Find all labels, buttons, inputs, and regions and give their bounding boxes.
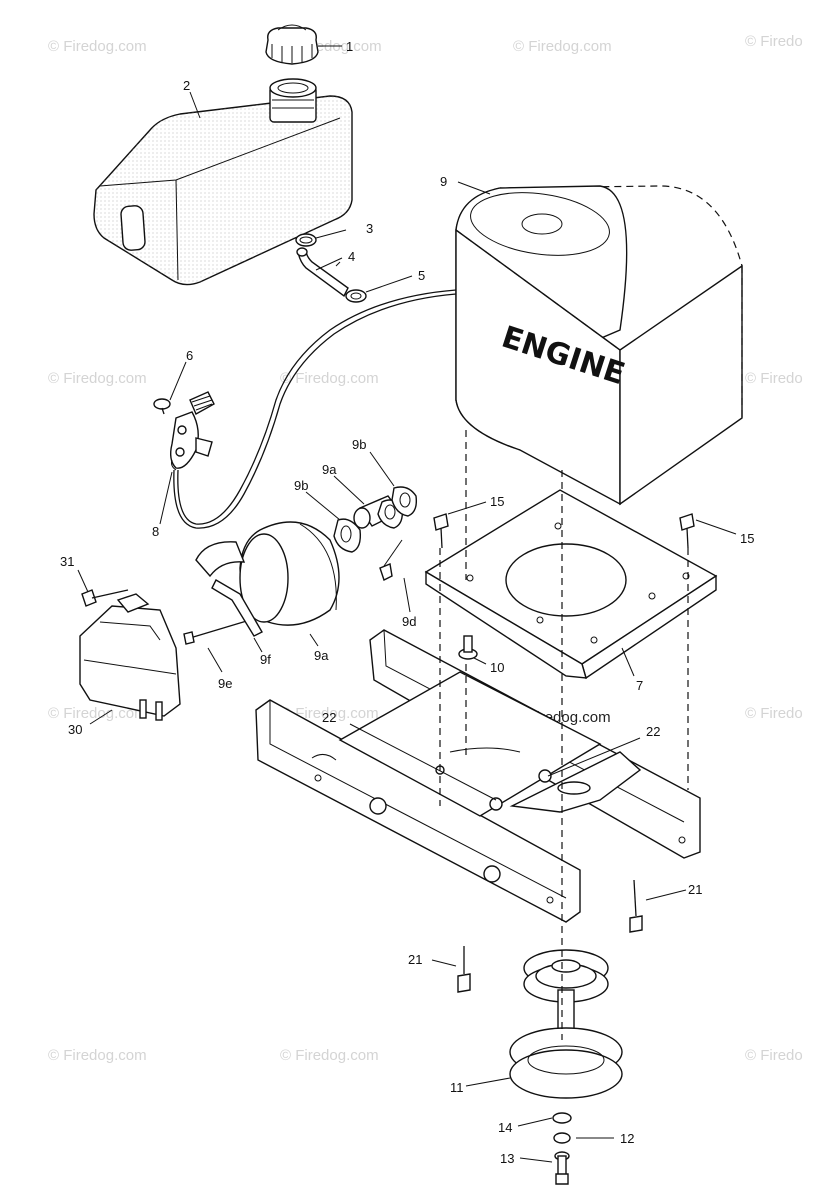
fuel-hose-assembly xyxy=(295,233,367,303)
callout-12: 12 xyxy=(620,1131,634,1146)
callout-9: 9 xyxy=(440,174,447,189)
callout-11: 11 xyxy=(450,1080,464,1095)
callout-9a-top: 9a xyxy=(322,462,337,477)
callout-7: 7 xyxy=(636,678,643,693)
callout-9a-bottom: 9a xyxy=(314,648,329,663)
callout-15-right: 15 xyxy=(740,531,754,546)
callout-8: 8 xyxy=(152,524,159,539)
pulley-assembly xyxy=(509,949,623,1185)
leader-lines xyxy=(77,45,737,1163)
engine: ENGINE xyxy=(455,185,743,506)
callout-10: 10 xyxy=(490,660,504,675)
watermark-text: © Firedog.com xyxy=(48,705,147,722)
callout-9b-right: 9b xyxy=(352,437,366,452)
callout-30: 30 xyxy=(68,722,82,737)
callout-5: 5 xyxy=(418,268,425,283)
callout-4: 4 xyxy=(348,249,355,264)
callouts: 1 2 3 4 5 6 7 8 9 9a 9a 9b 9b 9d 9e 9f 1… xyxy=(60,39,754,1166)
watermark-text: © Firedog.com xyxy=(280,705,379,722)
watermark-text: © Firedo xyxy=(745,33,803,50)
callout-3: 3 xyxy=(366,221,373,236)
fuel-tank xyxy=(93,78,353,286)
watermark-text: © Firedo xyxy=(745,370,803,387)
callout-9d: 9d xyxy=(402,614,416,629)
watermark-text: © Firedog.com xyxy=(280,1047,379,1064)
callout-9b-left: 9b xyxy=(294,478,308,493)
callout-21-right: 21 xyxy=(688,882,702,897)
engine-mount-plate xyxy=(424,489,718,680)
callout-6: 6 xyxy=(186,348,193,363)
watermark-text: © Firedog.com xyxy=(48,1047,147,1064)
watermark-text: © Firedog.com xyxy=(48,38,147,55)
callout-22-left: 22 xyxy=(322,710,336,725)
watermark-text: © Firedog.com xyxy=(48,370,147,387)
callout-22-right: 22 xyxy=(646,724,660,739)
callout-2: 2 xyxy=(183,78,190,93)
throttle-control xyxy=(153,391,215,471)
tractor-frame xyxy=(255,629,701,923)
callout-14: 14 xyxy=(498,1120,512,1135)
mounting-bolts xyxy=(433,513,695,993)
callout-1: 1 xyxy=(346,39,353,54)
watermark-text: © Firedo xyxy=(745,705,803,722)
callout-9f: 9f xyxy=(260,652,271,667)
watermark-text: © Firedog.com xyxy=(513,38,612,55)
throttle-cable xyxy=(173,289,457,529)
callout-21-left: 21 xyxy=(408,952,422,967)
muffler-assembly xyxy=(183,486,418,645)
fuel-cap xyxy=(265,24,319,65)
watermark-text: © Firedog.com xyxy=(280,370,379,387)
watermark-text: © Firedo xyxy=(745,1047,803,1064)
engine-shield xyxy=(79,589,181,721)
callout-15-left: 15 xyxy=(490,494,504,509)
callout-9e: 9e xyxy=(218,676,232,691)
callout-13: 13 xyxy=(500,1151,514,1166)
alignment-lines xyxy=(439,430,689,1040)
callout-31: 31 xyxy=(60,554,74,569)
